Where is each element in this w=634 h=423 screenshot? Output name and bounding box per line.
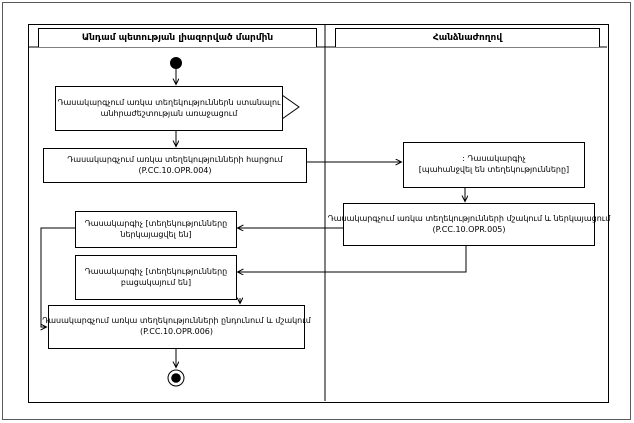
object-box-classifier-requested: : Դասակարգիչ [պահանջվել են տեղեկությունն…: [403, 142, 585, 188]
initial-node: [170, 57, 182, 69]
object-box-info-presented: Դասակարգիչ [տեղեկությունները ներկայացվել…: [75, 211, 237, 248]
activity-box-accept-opr006: Դասակարգչում առկա տեղեկությունների ընդու…: [42, 305, 311, 349]
chevron-connector: [281, 94, 300, 120]
activity-box-request-opr004: Դասակարգչում առկա տեղեկությունների հարցո…: [43, 148, 307, 183]
object-box-info-missing: Դասակարգիչ [տեղեկությունները բացակայում …: [75, 255, 237, 300]
activity-text: Դասակարգչում առկա տեղեկությունների մշակո…: [327, 213, 611, 223]
object-state: բացակայում են]: [120, 277, 192, 287]
activity-code: (P.CC.10.OPR.005): [432, 224, 506, 234]
lane-commission-label: Հանձնաժողով: [432, 33, 503, 43]
final-node: [167, 369, 185, 387]
object-state: ներկայացվել են]: [120, 229, 192, 239]
swimlane-frame: [28, 24, 609, 403]
lane-header-commission: Հանձնաժողով: [335, 28, 600, 47]
connector-rbox2-to-box4: [238, 244, 467, 272]
activity-text: Դասակարգչում առկա տեղեկությունների հարցո…: [67, 154, 283, 164]
connector-box3-to-box5: [40, 227, 75, 327]
activity-box-need-arises: Դասակարգչում առկա տեղեկություններն ստանա…: [55, 86, 283, 131]
activity-box-process-opr005: Դասակարգչում առկա տեղեկությունների մշակո…: [328, 203, 610, 246]
lane-authorized-body-label: Անդամ պետության լիազորված մարմին: [81, 33, 274, 43]
object-name: Դասակարգիչ [տեղեկությունները: [84, 218, 228, 228]
lane-header-authorized-body: Անդամ պետության լիազորված մարմին: [38, 28, 317, 47]
object-state: [պահանջվել են տեղեկությունները]: [418, 165, 570, 174]
activity-code: (P.CC.10.OPR.004): [138, 165, 212, 175]
activity-text: անհրաժեշտության առաջացում: [100, 108, 238, 118]
activity-code: (P.CC.10.OPR.006): [139, 327, 213, 336]
activity-text: Դասակարգչում առկա տեղեկությունների ընդու…: [42, 316, 311, 326]
activity-text: Դասակարգչում առկա տեղեկություններն ստանա…: [57, 97, 281, 107]
object-name: : Դասակարգիչ: [462, 154, 526, 164]
object-name: Դասակարգիչ [տեղեկությունները: [84, 266, 228, 276]
